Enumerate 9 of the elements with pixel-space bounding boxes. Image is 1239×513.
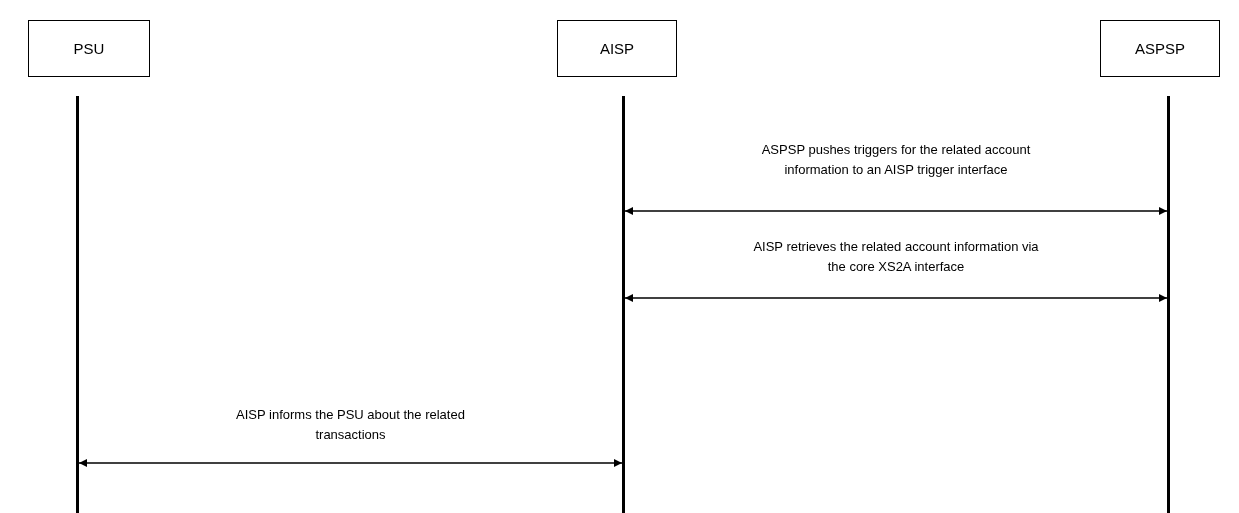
participant-box: AISP [557, 20, 677, 77]
participant-box: ASPSP [1100, 20, 1220, 77]
participant-box: PSU [28, 20, 150, 77]
lifeline [76, 96, 79, 513]
lifeline [622, 96, 625, 513]
double-arrow [624, 294, 1168, 302]
lifeline [1167, 96, 1170, 513]
double-arrow [624, 207, 1168, 215]
double-arrow [78, 459, 623, 467]
